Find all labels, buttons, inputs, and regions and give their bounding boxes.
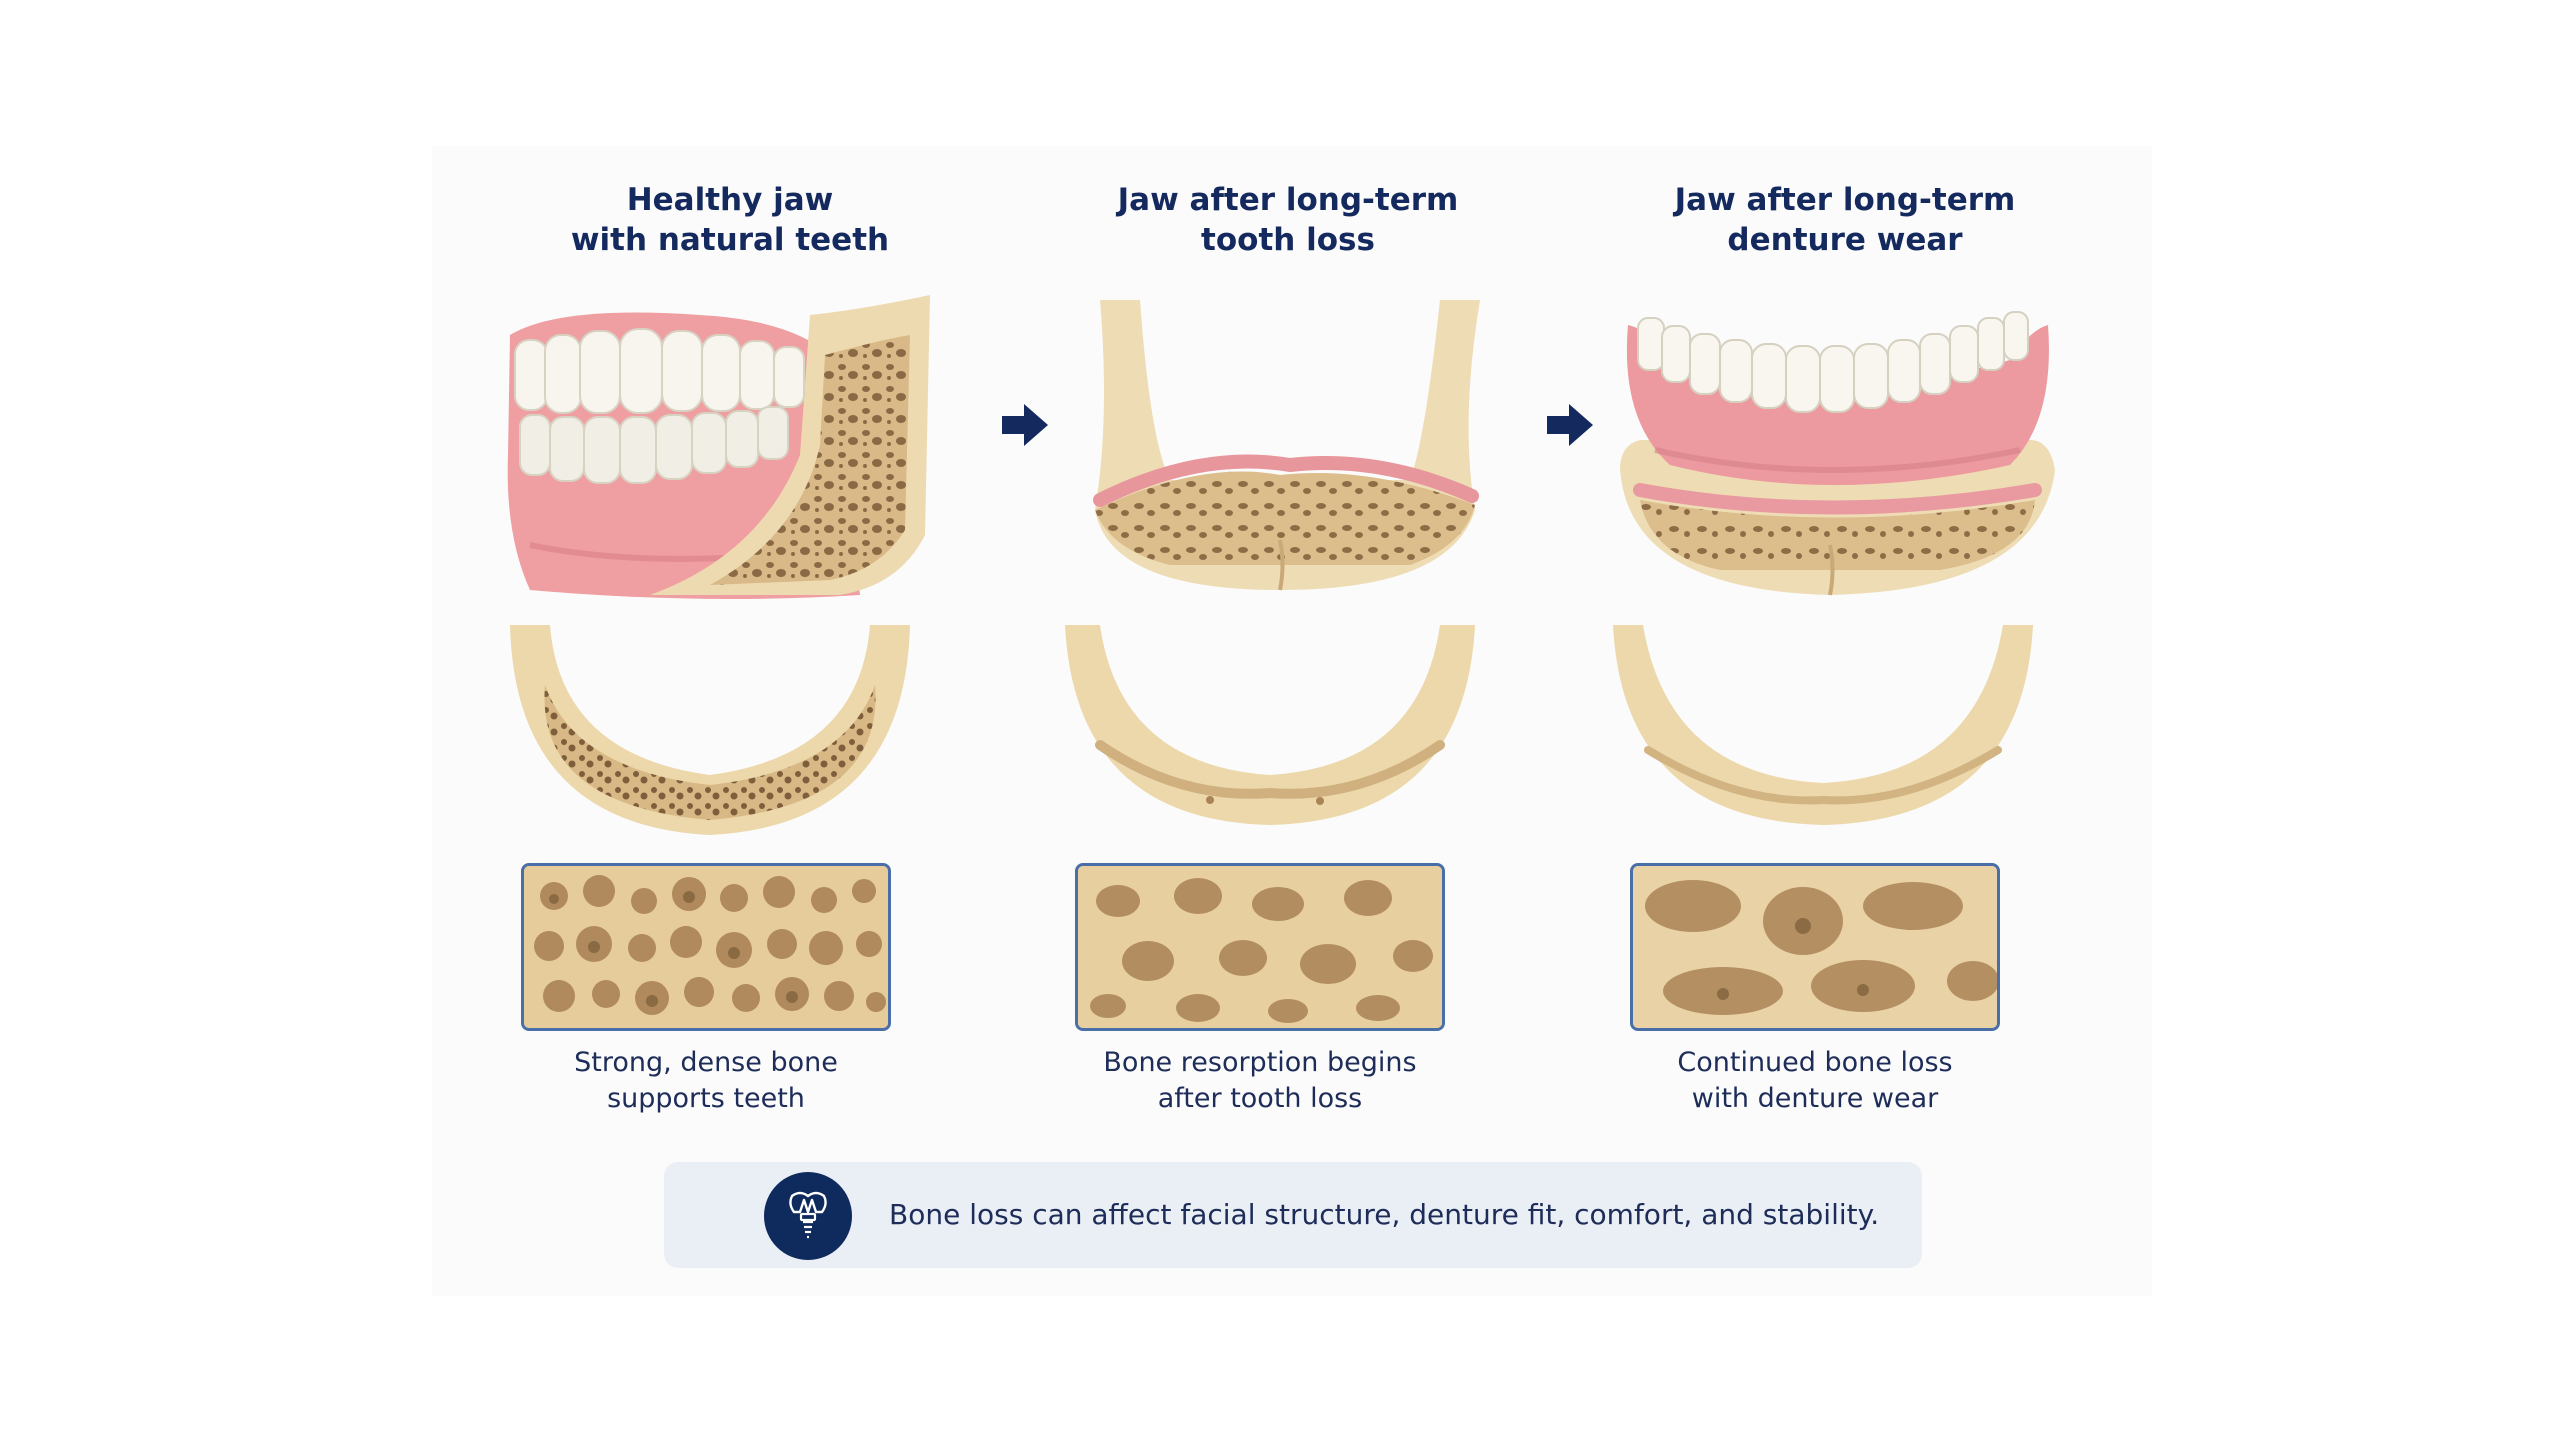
dense-bone-sample	[521, 863, 891, 1031]
depleted-bone-sample	[1630, 863, 2000, 1031]
tooth-implant-icon	[764, 1172, 852, 1260]
stage-3-title: Jaw after long-term denture wear	[1674, 182, 2016, 258]
denture-wear-cross-section	[1613, 625, 2033, 825]
stage-1-title: Healthy jaw with natural teeth	[570, 182, 890, 258]
denture-jaw-illustration	[1620, 311, 2055, 596]
arrow-right-icon	[1547, 404, 1593, 446]
stage-1-caption: Strong, dense bone supports teeth	[574, 1047, 838, 1114]
stage-2-caption: Bone resorption begins after tooth loss	[1103, 1047, 1417, 1114]
resorbing-bone-sample	[1075, 863, 1445, 1031]
tooth-loss-cross-section	[1065, 625, 1475, 825]
arrow-right-icon	[1002, 404, 1048, 446]
tooth-loss-jaw-illustration	[1093, 300, 1480, 591]
info-banner: Bone loss can affect facial structure, d…	[664, 1162, 1922, 1268]
healthy-jaw-illustration	[507, 295, 930, 599]
healthy-jaw-cross-section	[510, 625, 910, 835]
stage-2-title: Jaw after long-term tooth loss	[1117, 182, 1459, 258]
banner-text: Bone loss can affect facial structure, d…	[889, 1198, 1880, 1231]
stage-3-caption: Continued bone loss with denture wear	[1677, 1047, 1953, 1114]
